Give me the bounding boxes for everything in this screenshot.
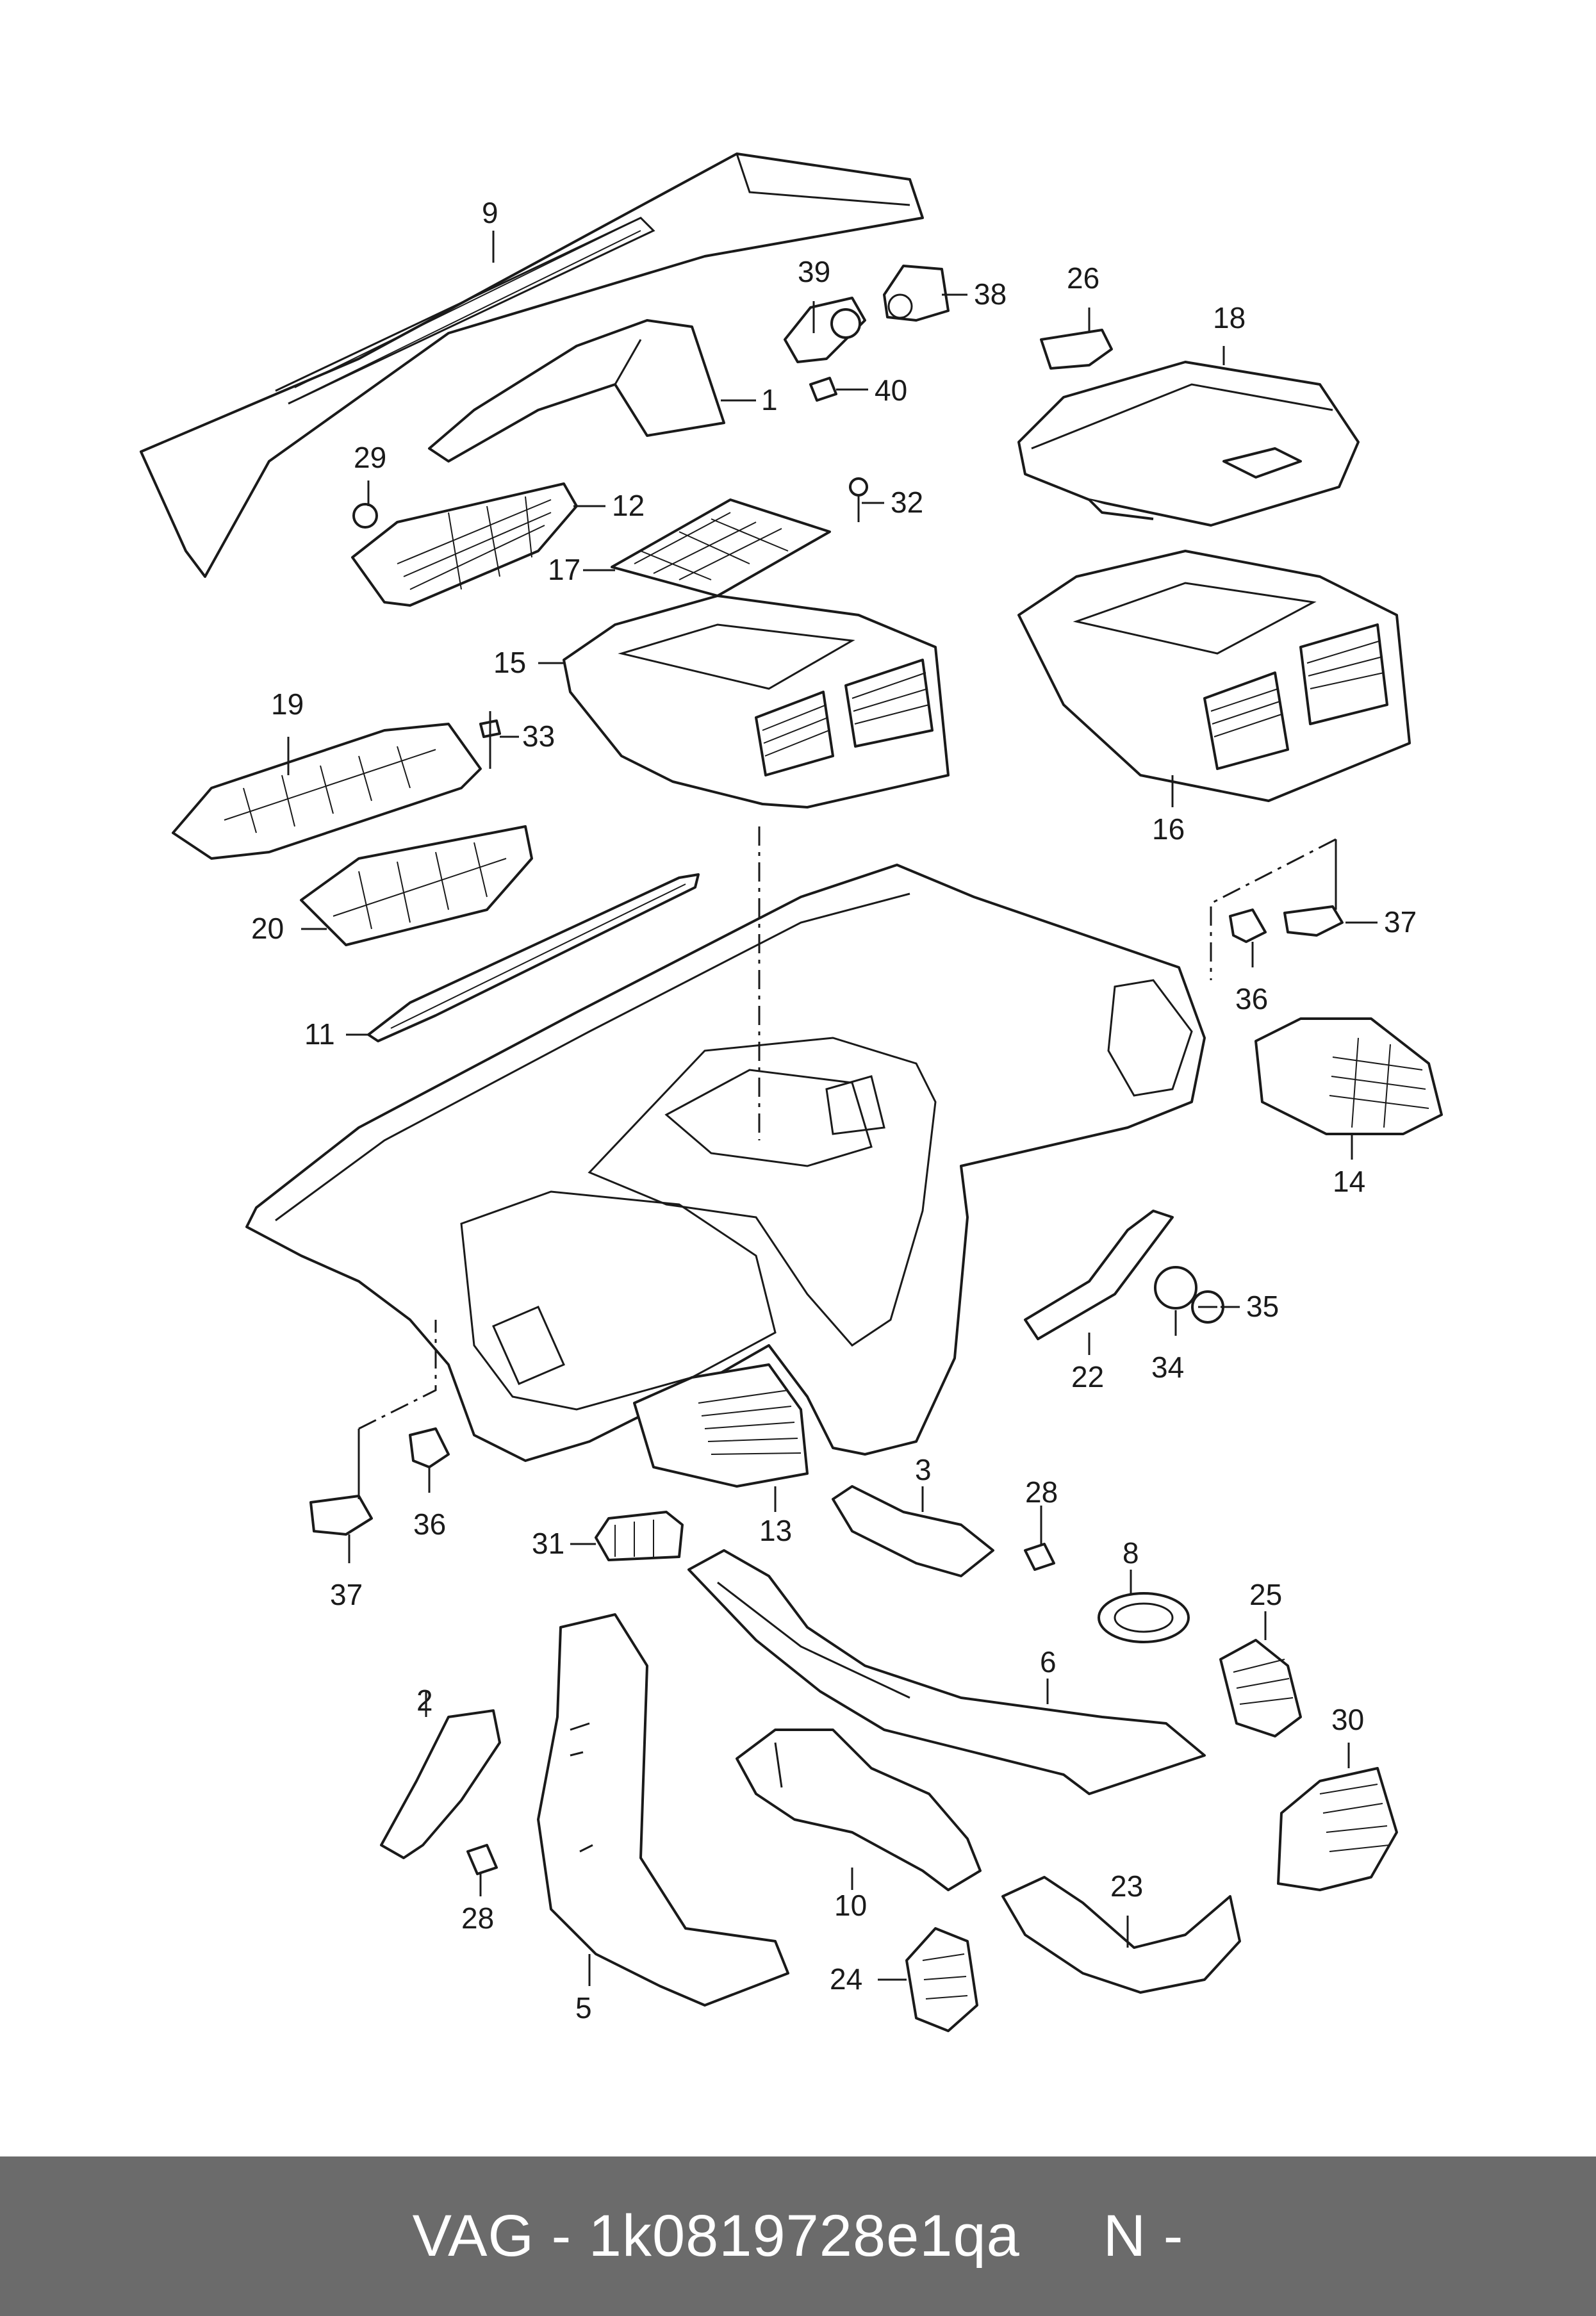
bolt-28-upper <box>1024 1543 1055 1571</box>
part-code: VAG - 1k0819728e1qa <box>412 2203 1020 2269</box>
grille-24 <box>905 1927 978 2032</box>
clip-36-left <box>409 1427 450 1468</box>
callout-39: 39 <box>798 255 830 288</box>
duct-bracket-3 <box>832 1485 994 1577</box>
callout-37-right: 37 <box>1384 905 1417 939</box>
defroster-strip-11 <box>367 873 700 1042</box>
exploded-parts-diagram: 9 1 39 38 40 26 18 29 12 17 32 15 16 19 … <box>140 152 1443 2032</box>
callout-38: 38 <box>974 277 1007 311</box>
callout-30: 30 <box>1331 1703 1364 1736</box>
vent-13 <box>633 1363 809 1488</box>
part-34 <box>1154 1266 1197 1310</box>
centre-vent-trim <box>563 595 950 809</box>
callout-labels: 9 1 39 38 40 26 18 29 12 17 32 15 16 19 … <box>251 196 1417 2024</box>
callout-35: 35 <box>1246 1290 1279 1323</box>
callout-15: 15 <box>493 646 526 679</box>
clip-36-right <box>1229 908 1267 943</box>
cowl-duct <box>428 319 725 463</box>
callout-12: 12 <box>612 489 645 522</box>
callout-36-left: 36 <box>413 1507 446 1541</box>
callout-25: 25 <box>1249 1578 1282 1611</box>
defroster-grille <box>351 482 578 607</box>
duct-10 <box>736 1729 982 1891</box>
clip-40 <box>809 377 837 402</box>
clip-33 <box>479 711 501 769</box>
callout-14: 14 <box>1333 1165 1365 1198</box>
callout-33: 33 <box>522 719 555 753</box>
duct-6 <box>687 1549 1206 1795</box>
left-vent-20 <box>300 825 533 946</box>
duct-5 <box>537 1613 789 2007</box>
callout-37-left: 37 <box>330 1578 363 1611</box>
callout-20: 20 <box>251 912 284 945</box>
callout-23: 23 <box>1110 1869 1143 1903</box>
callout-5: 5 <box>575 1991 592 2024</box>
callout-18: 18 <box>1213 301 1246 334</box>
callout-32: 32 <box>891 486 923 519</box>
cowl-panel <box>140 152 924 578</box>
callout-3: 3 <box>915 1453 932 1486</box>
footer-bar: VAG - 1k0819728e1qa N - <box>0 2156 1596 2316</box>
vent-14 <box>1255 1017 1443 1135</box>
sensor <box>883 265 950 322</box>
callout-2: 2 <box>416 1684 433 1717</box>
callout-8: 8 <box>1123 1536 1139 1570</box>
dashboard <box>245 864 1206 1462</box>
hose-22 <box>1024 1210 1174 1340</box>
callout-10: 10 <box>834 1889 867 1922</box>
callout-1: 1 <box>761 383 778 416</box>
alternate-vent-trim <box>1017 550 1411 802</box>
callout-26: 26 <box>1067 261 1099 295</box>
callout-40: 40 <box>875 374 907 407</box>
duct-23 <box>1001 1876 1241 1994</box>
callout-19: 19 <box>271 687 304 721</box>
callout-16: 16 <box>1152 812 1185 846</box>
callout-28-upper: 28 <box>1025 1475 1058 1509</box>
sensor-bracket <box>784 297 866 363</box>
callout-31: 31 <box>532 1527 564 1560</box>
bolt-28-lower <box>466 1844 498 1875</box>
callout-36-right: 36 <box>1235 982 1268 1015</box>
part-35 <box>1191 1290 1224 1324</box>
vent-30 <box>1277 1767 1398 1891</box>
callout-28-lower: 28 <box>461 1901 494 1935</box>
callout-11: 11 <box>304 1017 335 1051</box>
connector-31 <box>595 1511 684 1561</box>
bracket-2 <box>380 1709 501 1859</box>
left-duct-19 <box>172 723 482 860</box>
callout-13: 13 <box>759 1514 792 1547</box>
screw-32 <box>849 477 868 522</box>
cover-plate <box>611 498 831 597</box>
leader-lines <box>287 231 1378 1986</box>
clip-26 <box>1040 329 1113 370</box>
callout-17: 17 <box>548 553 580 586</box>
vent-25 <box>1219 1639 1302 1737</box>
clip-37-right <box>1283 839 1344 937</box>
storage-tray <box>1017 361 1360 527</box>
clip-37-left <box>309 1429 373 1536</box>
callout-24: 24 <box>830 1962 862 1996</box>
callout-29: 29 <box>354 441 386 474</box>
callout-22: 22 <box>1071 1360 1104 1393</box>
callout-6: 6 <box>1040 1645 1057 1679</box>
callout-9: 9 <box>482 196 498 229</box>
plug-8 <box>1098 1592 1190 1643</box>
callout-34: 34 <box>1151 1351 1184 1384</box>
part-suffix: N - <box>1103 2203 1184 2269</box>
